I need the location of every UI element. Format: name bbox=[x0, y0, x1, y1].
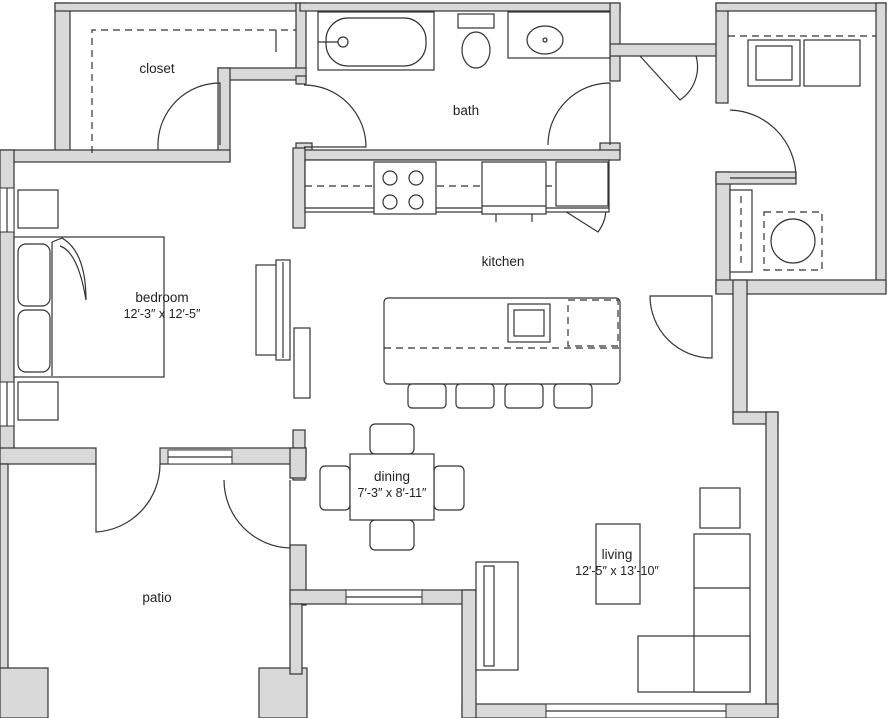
closet-label: closet bbox=[139, 60, 174, 77]
bathtub bbox=[317, 11, 435, 71]
range-cooktop bbox=[373, 161, 437, 215]
room-name: dining bbox=[373, 469, 411, 484]
bedroom-label: bedroom 12′-3″ x 12′-5″ bbox=[124, 289, 201, 323]
living-tv bbox=[475, 561, 519, 671]
room-name: closet bbox=[139, 61, 175, 76]
kitchen-island bbox=[383, 297, 621, 409]
room-dimensions: 12′-3″ x 12′-5″ bbox=[123, 307, 201, 321]
water-heater bbox=[763, 211, 823, 271]
living-chair bbox=[699, 487, 741, 529]
bed bbox=[13, 236, 165, 378]
dining-label: dining 7′-3″ x 8′-11″ bbox=[358, 468, 427, 502]
dining-set bbox=[319, 423, 465, 551]
pantry bbox=[555, 161, 609, 207]
laundry-shelf bbox=[729, 189, 753, 273]
room-name: bedroom bbox=[135, 290, 189, 305]
patio-label: patio bbox=[142, 589, 171, 606]
kitchen-label: kitchen bbox=[482, 253, 525, 270]
windows bbox=[0, 187, 727, 718]
room-dimensions: 12′-5″ x 13′-10″ bbox=[575, 564, 659, 578]
bedroom-tv bbox=[255, 259, 291, 361]
room-name: kitchen bbox=[481, 254, 525, 269]
closet-shelving bbox=[91, 29, 296, 153]
nightstands bbox=[17, 189, 59, 421]
room-name: patio bbox=[142, 590, 172, 605]
room-name: bath bbox=[452, 103, 480, 118]
sink-vanity bbox=[507, 11, 611, 59]
living-label: living 12′-5″ x 13′-10″ bbox=[575, 546, 659, 580]
washer-dryer bbox=[728, 35, 876, 87]
bath-label: bath bbox=[453, 102, 479, 119]
room-dimensions: 7′-3″ x 8′-11″ bbox=[357, 486, 427, 500]
refrigerator bbox=[481, 161, 547, 222]
room-name: living bbox=[601, 547, 633, 562]
toilet bbox=[457, 13, 495, 69]
living-sofa bbox=[637, 533, 751, 693]
coffee-table bbox=[595, 523, 641, 605]
